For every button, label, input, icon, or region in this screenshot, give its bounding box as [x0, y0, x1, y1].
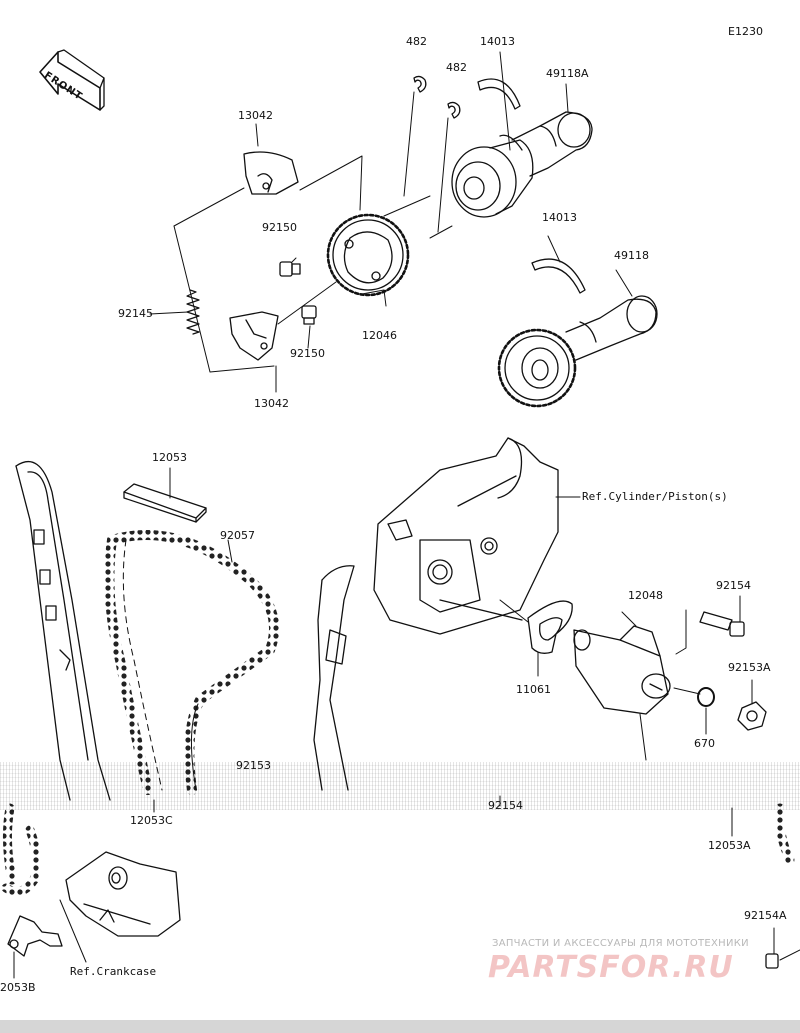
spring-92145 [186, 289, 200, 335]
label-14013-b: 14013 [542, 211, 577, 224]
label-482-a: 482 [406, 35, 427, 48]
bolt-92150-b [301, 305, 317, 325]
label-ref-cylinder: Ref.Cylinder/Piston(s) [582, 490, 728, 503]
camshaft-49118A [451, 111, 593, 218]
label-92154A: 92154A [744, 909, 787, 922]
label-49118A: 49118A [546, 67, 589, 80]
label-12053: 12053 [152, 451, 187, 464]
o-ring-670 [673, 687, 715, 735]
watermark-tagline: ЗАПЧАСТИ И АКСЕССУАРЫ ДЛЯ МОТОТЕХНИКИ [492, 938, 749, 949]
camshaft-sprocket-12046 [326, 213, 410, 297]
label-92153: 92153 [236, 759, 271, 772]
tensioner-12048 [573, 609, 687, 761]
chain-guide-13042-upper [243, 151, 299, 195]
label-482-b: 482 [446, 61, 467, 74]
front-arrow-icon [39, 49, 105, 111]
chain-lower-left [1, 803, 41, 897]
label-11061: 11061 [516, 683, 551, 696]
crankcase-reference [59, 851, 181, 963]
label-49118: 49118 [614, 249, 649, 262]
half-ring-14013-lower [531, 258, 586, 294]
bottom-edge-bar [0, 1020, 800, 1033]
watermark-logo: PARTSFOR.RU [488, 950, 734, 985]
circlip-482-b [447, 101, 461, 119]
label-92150-b: 92150 [290, 347, 325, 360]
chain-guide-12053C [15, 460, 111, 801]
label-2053B: 2053B [0, 981, 36, 994]
label-92153A: 92153A [728, 661, 771, 674]
half-ring-14013-upper [477, 78, 521, 110]
chain-lower-right [731, 803, 795, 865]
label-12048: 12048 [628, 589, 663, 602]
timing-chain-92057 [104, 530, 280, 795]
nut-92153A [737, 679, 767, 731]
scan-noise-band [0, 762, 800, 810]
label-12053C: 12053C [130, 814, 173, 827]
circlip-482-a [413, 75, 427, 93]
diagram-code: E1230 [728, 25, 763, 38]
gasket-11061 [499, 599, 573, 677]
label-12046: 12046 [362, 329, 397, 342]
chain-guide-center [313, 565, 355, 791]
label-12053A: 12053A [708, 839, 751, 852]
cylinder-reference [373, 437, 581, 635]
label-92154-b: 92154 [488, 799, 523, 812]
assembly-lines [149, 51, 633, 393]
label-13042-a: 13042 [238, 109, 273, 122]
bolt-92154 [699, 595, 745, 637]
label-92057: 92057 [220, 529, 255, 542]
bolt-92150-a [279, 261, 301, 277]
label-92150-a: 92150 [262, 221, 297, 234]
label-92154: 92154 [716, 579, 751, 592]
plate-12053 [123, 467, 207, 523]
bolt-92154A [765, 927, 800, 969]
label-92145: 92145 [118, 307, 153, 320]
bracket-12053B [7, 915, 63, 979]
camshaft-49118 [497, 295, 658, 408]
chain-guide-13042-lower [229, 311, 279, 361]
label-ref-crankcase: Ref.Crankcase [70, 965, 157, 978]
label-13042-b: 13042 [254, 397, 289, 410]
label-14013-a: 14013 [480, 35, 515, 48]
label-670: 670 [694, 737, 715, 750]
